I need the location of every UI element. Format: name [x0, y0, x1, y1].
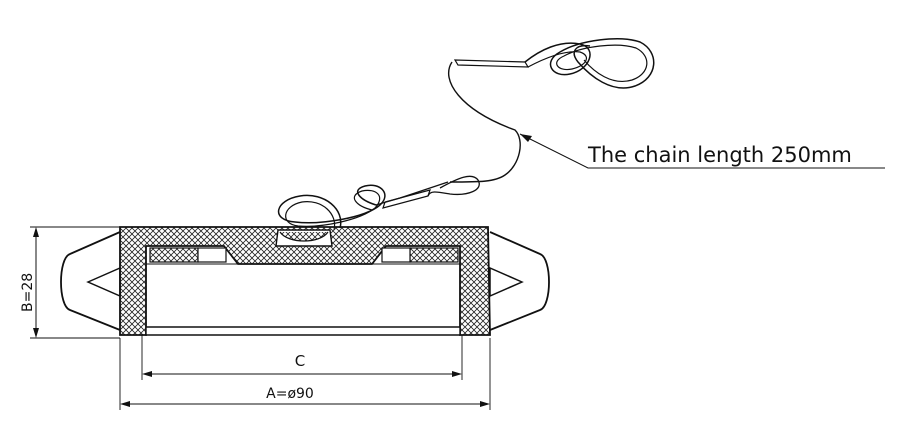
left-insert-gap	[197, 247, 227, 263]
leader-line	[519, 133, 885, 169]
upper-crimp-sleeve	[453, 59, 530, 68]
chain-cable	[447, 61, 521, 183]
a-arrow-left	[120, 401, 130, 407]
c-arrow-left	[142, 371, 152, 377]
chain-wire	[375, 59, 530, 209]
leader-arrowhead	[520, 134, 532, 142]
left-wing-slot	[86, 266, 121, 298]
dimension-a: A=ø90	[119, 338, 491, 410]
left-wing-outline	[60, 231, 121, 331]
c-label: C	[295, 352, 305, 370]
lower-clip-wire-inner	[285, 189, 381, 231]
lower-crimp-sleeve	[382, 189, 431, 209]
right-wing-slot	[489, 266, 524, 298]
chain-length-label: The chain length 250mm	[587, 143, 852, 167]
lower-r-clip	[277, 175, 480, 231]
left-insert	[149, 247, 199, 263]
left-wing-tab	[60, 231, 121, 331]
b-label: B=28	[20, 273, 36, 312]
b-arrow-bottom	[33, 328, 39, 338]
b-arrow-top	[33, 227, 39, 237]
dimension-c: C	[141, 335, 463, 380]
cap-body-section	[119, 226, 491, 336]
c-arrow-right	[452, 371, 462, 377]
center-boss	[279, 231, 329, 242]
upper-clip-wire-outer	[524, 38, 655, 89]
right-wing-tab	[489, 231, 550, 331]
lower-clip-wire-outer	[277, 184, 386, 229]
lower-clip-eye	[427, 175, 480, 197]
a-arrow-right	[480, 401, 490, 407]
right-insert	[409, 247, 459, 263]
bottom-plate	[145, 326, 461, 336]
dimension-b: B=28	[20, 226, 120, 339]
a-label: A=ø90	[266, 386, 314, 402]
right-insert-gap	[381, 247, 411, 263]
upper-clip-wire-inner	[527, 44, 648, 82]
chain-length-annotation: The chain length 250mm	[519, 133, 885, 169]
upper-r-clip	[524, 38, 655, 89]
right-wing-outline	[489, 231, 550, 331]
